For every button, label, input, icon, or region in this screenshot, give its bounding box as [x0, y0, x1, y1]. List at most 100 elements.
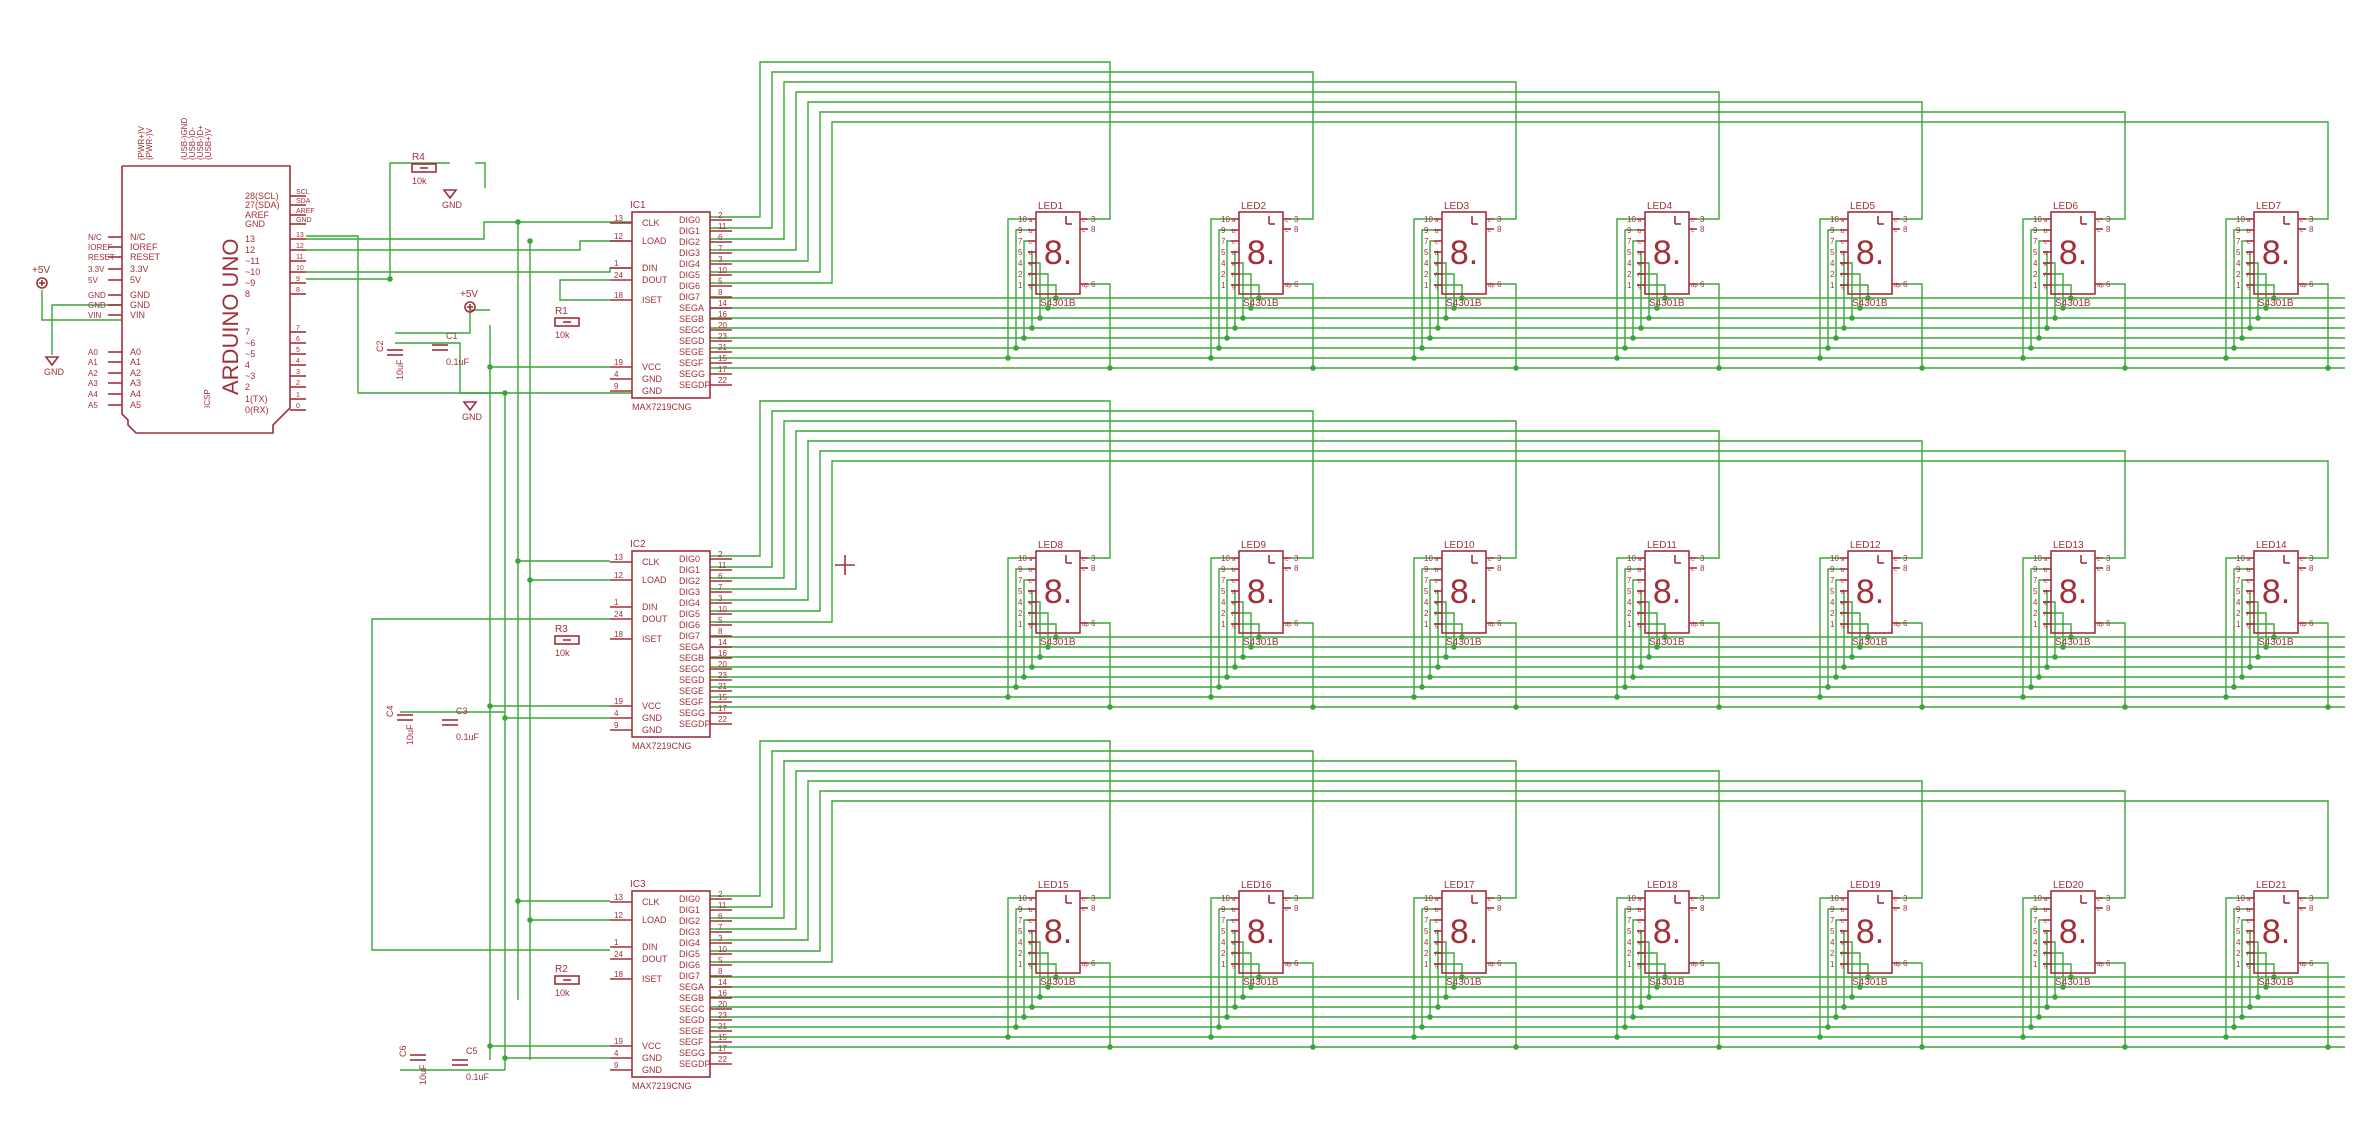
led-pin-number: 6 [1700, 280, 1705, 289]
led-body [1035, 890, 1081, 974]
led-pin-number: 3 [1497, 894, 1502, 903]
led-pin-number: 3 [1903, 554, 1908, 563]
led-pin-segment: c [2044, 579, 2047, 585]
led-pin-number: 5 [1830, 927, 1835, 936]
seven-segment-digit: 8. [1450, 573, 1478, 611]
led-pin-segment: g [1029, 284, 1032, 290]
led-pin-number: 6 [2106, 959, 2111, 968]
led-pin-label: dp [2300, 622, 2307, 628]
led-pin-number: 1 [1627, 281, 1632, 290]
led-pin-number: 10 [1424, 554, 1433, 563]
led-part-number: S4301B [1243, 637, 1279, 648]
led-pin-number: 4 [1221, 598, 1226, 607]
segment-tap [1218, 568, 1231, 687]
segment-tap [2246, 941, 2259, 997]
junction-dot [1443, 654, 1449, 660]
led-pin-segment: g [1435, 623, 1438, 629]
arduino-pin-name: GND [88, 301, 106, 310]
led-pin-number: 1 [1627, 960, 1632, 969]
ic-pin-label: DOUT [642, 275, 668, 285]
led-pin-segment: d [1841, 590, 1844, 596]
junction-dot [2239, 674, 2245, 680]
ic-pin-label: SEGE [679, 347, 704, 357]
junction-dot [2020, 355, 2026, 361]
led-pin-segment: e [1435, 941, 1439, 947]
led-pin-number: 3 [1903, 894, 1908, 903]
junction-dot [387, 276, 393, 282]
led-name: LED7 [2256, 201, 2281, 212]
arduino-pin-label: 13 [245, 234, 255, 244]
led-pin-number: 7 [1221, 237, 1226, 246]
ic-body [631, 890, 711, 1078]
segment-tap [1429, 240, 1434, 338]
led-pin-number: 4 [1830, 259, 1835, 268]
led-pin-segment: a [1029, 218, 1033, 224]
junction-dot [1411, 694, 1417, 700]
gnd-symbol: GND [44, 356, 65, 377]
led-pin-number: 1 [2236, 960, 2241, 969]
led-pin-segment: f [1232, 612, 1234, 618]
segment-tap [2233, 229, 2246, 348]
led-pin-label: c [1488, 897, 1491, 903]
arduino-pin-label: ~5 [245, 349, 255, 359]
ic-pin-number: 9 [614, 382, 619, 391]
digit-wire [710, 770, 1720, 930]
junction-dot [2263, 984, 2269, 990]
led-pin-number: 3 [1700, 894, 1705, 903]
led-part-number: S4301B [1243, 298, 1279, 309]
junction-dot [2028, 1024, 2034, 1030]
led-pin-segment: f [1638, 612, 1640, 618]
led-pin-label: c [1691, 567, 1694, 573]
led-pin-segment: f [1841, 612, 1843, 618]
ic-pin-label: DIG7 [679, 971, 700, 981]
junction-dot [1841, 664, 1847, 670]
junction-dot [1240, 654, 1246, 660]
led-pin-segment: f [1841, 273, 1843, 279]
led-pin-number: 5 [1424, 927, 1429, 936]
led-pin-number: 6 [1700, 619, 1705, 628]
led-pin-segment: d [1435, 930, 1438, 936]
junction-dot [1638, 664, 1644, 670]
led-pin-segment: d [1232, 590, 1235, 596]
led-pin-number: 1 [2033, 281, 2038, 290]
ic-pin-number: 10 [718, 605, 727, 614]
segment-tap [1007, 218, 1028, 358]
junction-dot [1256, 634, 1262, 640]
led-part-number: S4301B [1852, 298, 1888, 309]
ic-pin-label: DIG5 [679, 949, 700, 959]
load-wire [306, 240, 632, 251]
led-pin-segment: f [2044, 612, 2046, 618]
led-pin-number: 8 [2309, 564, 2314, 573]
ic-pin-label: VCC [642, 701, 662, 711]
junction-dot [1817, 355, 1823, 361]
led-pin-number: 5 [2236, 927, 2241, 936]
led-pin-number: 3 [1497, 215, 1502, 224]
led-pin-segment: b [1841, 229, 1845, 235]
junction-dot [1005, 694, 1011, 700]
led-pin-segment: f [1435, 612, 1437, 618]
led-pin-number: 2 [1830, 270, 1835, 279]
junction-dot [1614, 694, 1620, 700]
ic-pin-label: GND [642, 713, 663, 723]
led-pin-label: c [1894, 907, 1897, 913]
junction-dot [1037, 315, 1043, 321]
led-pin-segment: c [1841, 919, 1844, 925]
ic-pin-number: 8 [718, 967, 723, 976]
segment-tap [1413, 557, 1434, 697]
ic-pin-number: 15 [718, 693, 727, 702]
led-pin-number: 7 [1830, 237, 1835, 246]
ic-pin-number: 11 [718, 901, 727, 910]
led-pin-segment: f [1232, 273, 1234, 279]
seven-segment-digit: 8. [1856, 234, 1884, 272]
led-pin-number: 3 [2106, 894, 2111, 903]
led-pin-segment: a [1435, 557, 1439, 563]
junction-dot [1419, 684, 1425, 690]
arduino-pin-name: SDA [296, 198, 311, 205]
led-pin-label: dp [1691, 283, 1698, 289]
led-pin-number: 6 [1497, 959, 1502, 968]
segment-tap [1637, 941, 1650, 997]
ic-part-number: MAX7219CNG [632, 402, 692, 412]
ic-pin-label: DIN [642, 602, 658, 612]
